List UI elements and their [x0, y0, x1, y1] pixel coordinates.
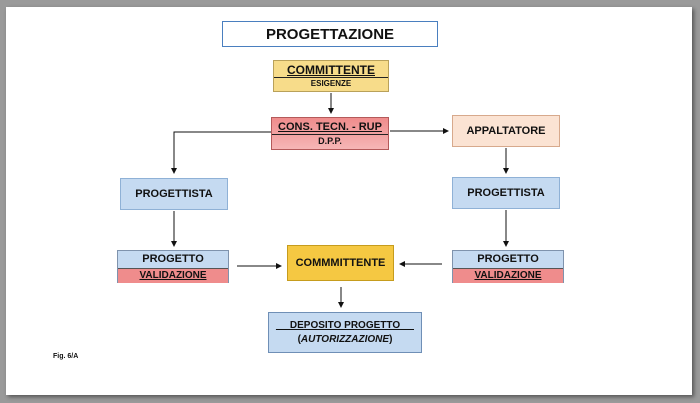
appaltatore-box: APPALTATORE: [452, 115, 560, 147]
progetto-right-label: PROGETTO: [453, 251, 563, 269]
diagram-page: PROGETTAZIONE COMMITTENTE ESIGENZE CONS.…: [6, 7, 692, 395]
progettista-right-label: PROGETTISTA: [467, 187, 545, 199]
paren-close: ): [389, 333, 393, 345]
deposito-label: _ _DEPOSITO PROGETTO_ _: [275, 319, 414, 331]
cons-tecn-rup-box: CONS. TECN. - RUP D.P.P.: [271, 117, 389, 150]
autorizzazione-label: (AUTORIZZAZIONE): [298, 333, 393, 347]
paren-open: (: [297, 333, 301, 345]
validazione-left-label: VALIDAZIONE: [118, 269, 228, 283]
diagram-title: PROGETTAZIONE: [222, 21, 438, 47]
progetto-left-box: PROGETTO VALIDAZIONE: [117, 250, 229, 283]
progettista-left-label: PROGETTISTA: [135, 188, 213, 200]
dpp-label: D.P.P.: [272, 134, 388, 147]
progetto-left-label: PROGETTO: [118, 251, 228, 269]
progettista-left-box: PROGETTISTA: [120, 178, 228, 210]
arrow-cons-to-progettista-left: [171, 131, 271, 174]
validazione-right-label: VALIDAZIONE: [453, 269, 563, 283]
progetto-right-box: PROGETTO VALIDAZIONE: [452, 250, 564, 283]
committente-label: COMMITTENTE: [287, 63, 375, 77]
committente-center-box: COMMMITTENTE: [287, 245, 394, 281]
autorizzazione-text: AUTORIZZAZIONE: [300, 333, 390, 345]
esigenze-label: ESIGENZE: [274, 77, 388, 89]
connector-arrows: [171, 93, 509, 308]
deposito-progetto-box: _ _DEPOSITO PROGETTO_ _ (AUTORIZZAZIONE): [268, 312, 422, 353]
appaltatore-label: APPALTATORE: [466, 125, 546, 137]
figure-caption: Fig. 6/A: [53, 353, 79, 360]
progettista-right-box: PROGETTISTA: [452, 177, 560, 209]
title-text: PROGETTAZIONE: [265, 25, 395, 43]
cons-label: CONS. TECN. - RUP: [278, 121, 382, 133]
committente-center-label: COMMMITTENTE: [295, 257, 386, 269]
committente-box: COMMITTENTE ESIGENZE: [273, 60, 389, 92]
